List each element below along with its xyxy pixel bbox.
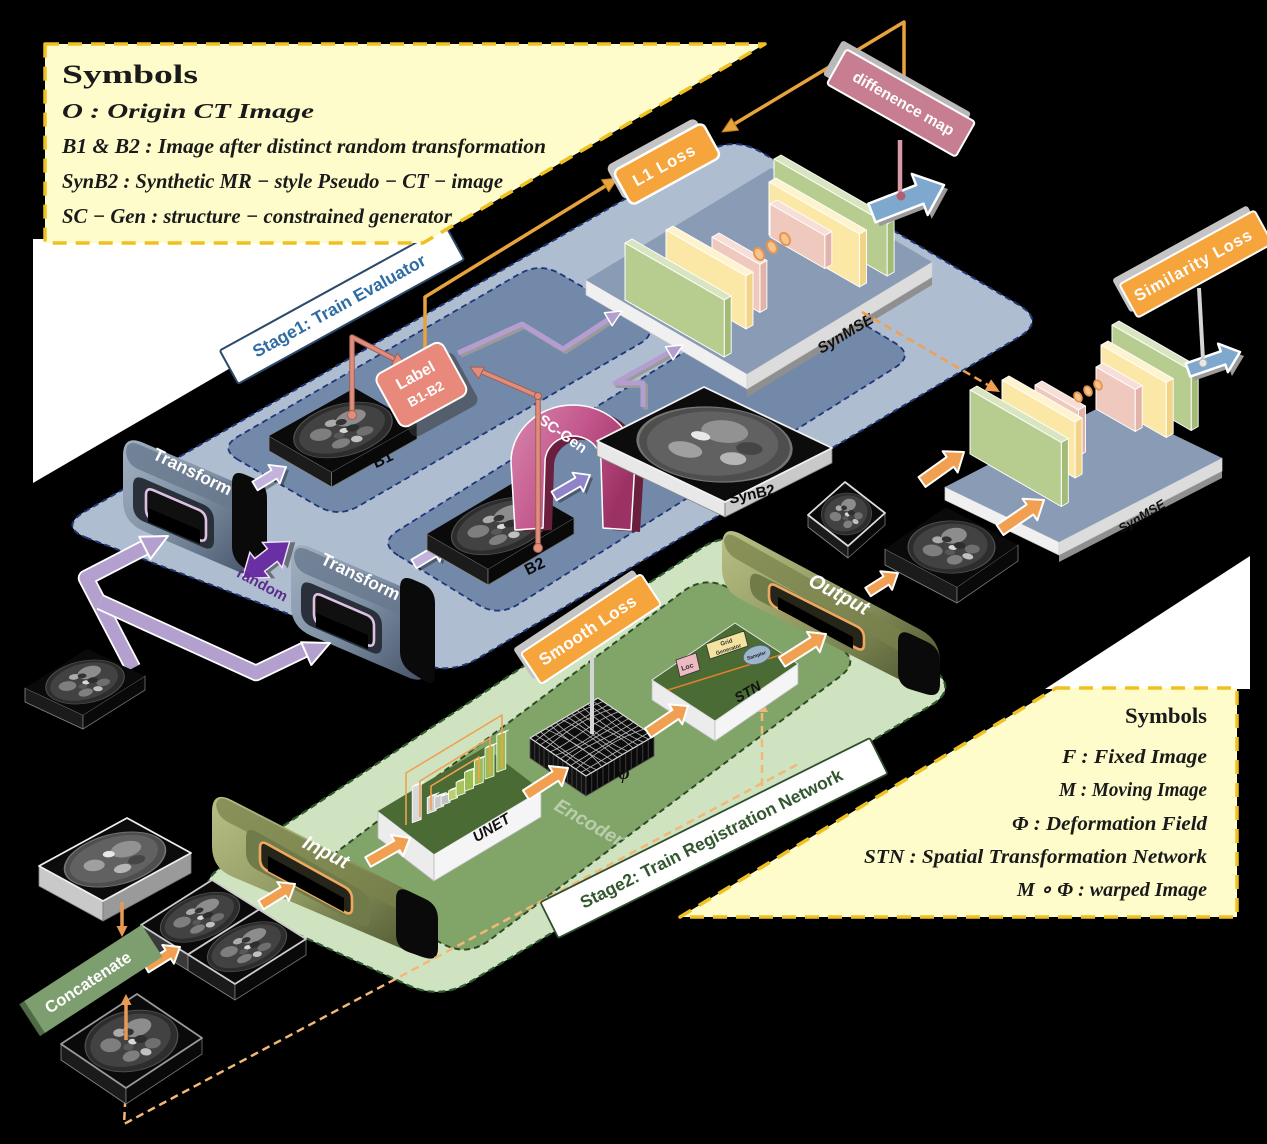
svg-text:Symbols: Symbols <box>62 60 198 89</box>
svg-text:Sampler: Sampler <box>746 650 767 662</box>
svg-text:Symbols: Symbols <box>1125 703 1207 728</box>
svg-text:φ: φ <box>618 763 629 784</box>
svg-text:M : Moving Image: M : Moving Image <box>1058 779 1207 801</box>
svg-text:O : Origin CT Image: O : Origin CT Image <box>62 99 314 123</box>
svg-text:SynB2 : Synthetic MR − style P: SynB2 : Synthetic MR − style Pseudo − CT… <box>62 169 503 193</box>
svg-text:M ∘ Φ : warped Image: M ∘ Φ : warped Image <box>1016 879 1207 901</box>
svg-text:Φ : Deformation Field: Φ : Deformation Field <box>1012 813 1208 835</box>
svg-text:Loc: Loc <box>681 662 695 673</box>
svg-text:STN : Spatial Transformation N: STN : Spatial Transformation Network <box>864 846 1207 868</box>
svg-text:Grid: Grid <box>720 638 734 648</box>
svg-text:F : Fixed Image: F : Fixed Image <box>1061 746 1207 768</box>
svg-text:SC − Gen : structure − constra: SC − Gen : structure − constrained gener… <box>62 204 453 228</box>
svg-text:B1 & B2 : Image after distinc: B1 & B2 : Image after distinct random tr… <box>61 134 546 158</box>
